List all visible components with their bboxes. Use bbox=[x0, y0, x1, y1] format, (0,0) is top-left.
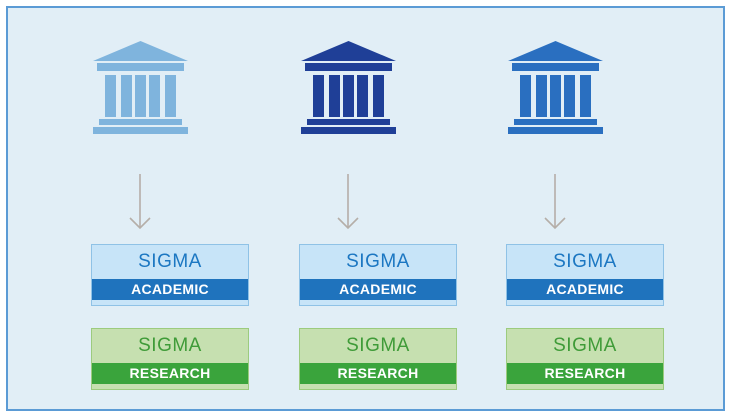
sigma-academic-card: SIGMA ACADEMIC bbox=[91, 244, 249, 306]
sigma-research-card: SIGMA RESEARCH bbox=[506, 328, 664, 390]
academic-label: ACADEMIC bbox=[300, 279, 456, 300]
sigma-research-card: SIGMA RESEARCH bbox=[91, 328, 249, 390]
research-label: RESEARCH bbox=[300, 363, 456, 384]
academic-label: ACADEMIC bbox=[92, 279, 248, 300]
bank-building-icon bbox=[508, 41, 603, 134]
academic-label: ACADEMIC bbox=[507, 279, 663, 300]
sigma-name: SIGMA bbox=[138, 251, 202, 272]
research-label: RESEARCH bbox=[507, 363, 663, 384]
down-arrow-icon bbox=[337, 174, 359, 230]
sigma-academic-card: SIGMA ACADEMIC bbox=[506, 244, 664, 306]
sigma-academic-card: SIGMA ACADEMIC bbox=[299, 244, 457, 306]
sigma-name: SIGMA bbox=[138, 335, 202, 356]
sigma-name: SIGMA bbox=[346, 251, 410, 272]
down-arrow-icon bbox=[129, 174, 151, 230]
bank-building-icon bbox=[93, 41, 188, 134]
bank-building-icon bbox=[301, 41, 396, 134]
sigma-name: SIGMA bbox=[553, 251, 617, 272]
sigma-research-card: SIGMA RESEARCH bbox=[299, 328, 457, 390]
down-arrow-icon bbox=[544, 174, 566, 230]
sigma-name: SIGMA bbox=[346, 335, 410, 356]
institution-column-2: SIGMA ACADEMIC SIGMA RESEARCH bbox=[253, 8, 457, 409]
institution-column-1: SIGMA ACADEMIC SIGMA RESEARCH bbox=[45, 8, 249, 409]
research-label: RESEARCH bbox=[92, 363, 248, 384]
sigma-name: SIGMA bbox=[553, 335, 617, 356]
diagram-frame: SIGMA ACADEMIC SIGMA RESEARCH bbox=[6, 6, 725, 411]
institution-column-3: SIGMA ACADEMIC SIGMA RESEARCH bbox=[460, 8, 664, 409]
